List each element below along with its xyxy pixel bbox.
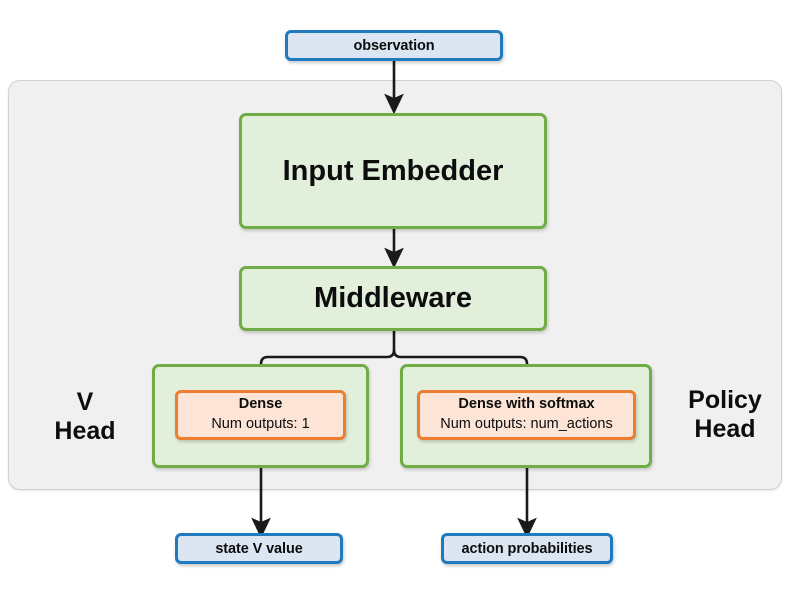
- middleware-box[interactable]: Middleware: [239, 266, 547, 331]
- policy-head-caption-line2: Head: [694, 415, 756, 443]
- observation-box[interactable]: observation: [285, 30, 503, 61]
- state-v-value-box[interactable]: state V value: [175, 533, 343, 564]
- action-probabilities-label: action probabilities: [461, 540, 593, 557]
- action-probabilities-box[interactable]: action probabilities: [441, 533, 613, 564]
- policy-head-dense-box[interactable]: Dense with softmax Num outputs: num_acti…: [417, 390, 636, 440]
- policy-head-caption: Policy Head: [662, 378, 788, 452]
- input-embedder-box[interactable]: Input Embedder: [239, 113, 547, 229]
- v-head-caption-line2: Head: [54, 417, 116, 445]
- v-head-caption: V Head: [30, 382, 140, 452]
- v-head-dense-detail: Num outputs: 1: [211, 416, 310, 432]
- policy-head-caption-line1: Policy: [688, 385, 762, 414]
- v-head-dense-box[interactable]: Dense Num outputs: 1: [175, 390, 346, 440]
- middleware-label: Middleware: [314, 282, 472, 314]
- v-head-caption-line1: V: [76, 387, 94, 416]
- v-head-dense-title: Dense: [238, 396, 283, 413]
- input-embedder-label: Input Embedder: [282, 154, 504, 187]
- state-v-value-label: state V value: [215, 540, 303, 557]
- observation-label: observation: [353, 37, 435, 54]
- policy-head-dense-detail: Num outputs: num_actions: [440, 416, 613, 432]
- policy-head-dense-title: Dense with softmax: [458, 396, 595, 413]
